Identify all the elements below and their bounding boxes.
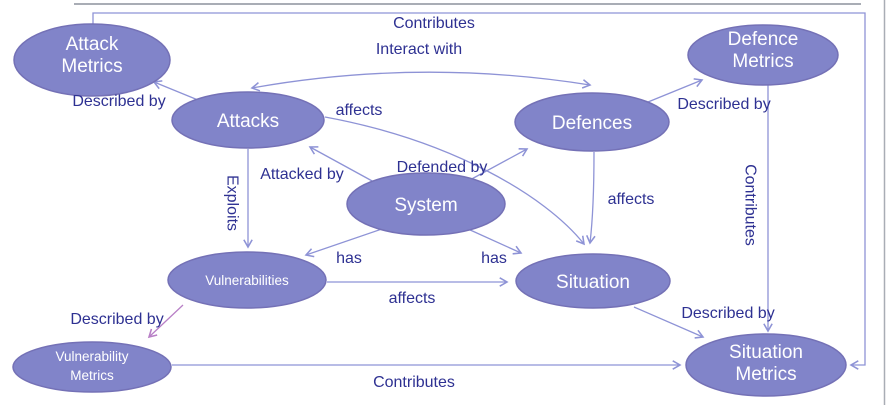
- node-attack-metrics: [13, 23, 171, 97]
- node-label-defence-metrics-line2: Metrics: [732, 51, 793, 72]
- edge-described-by-defences: [647, 78, 704, 103]
- edge-label-exploits: Exploits: [224, 175, 241, 231]
- node-label-vulnerability-metrics-line2: Metrics: [70, 368, 114, 383]
- edge-label-has-right: has: [481, 250, 507, 267]
- edge-has-situation: [467, 228, 523, 255]
- edge-label-contributes-right: Contributes: [742, 164, 759, 246]
- node-defences: [514, 92, 670, 152]
- edge-described-by-attacks: [152, 80, 199, 101]
- edge-label-described-by-attacks: Described by: [72, 93, 165, 110]
- edge-label-defended-by: Defended by: [397, 159, 488, 176]
- edge-label-affects-vulnerabilities: affects: [389, 290, 436, 307]
- edge-label-affects-attacks: affects: [336, 102, 383, 119]
- edge-label-contributes-bottom: Contributes: [373, 374, 455, 391]
- node-vulnerabilities: [167, 251, 327, 309]
- edge-label-contributes-top: Contributes: [393, 15, 475, 32]
- edge-has-vulnerabilities: [304, 228, 383, 258]
- edge-label-described-by-defences: Described by: [677, 96, 770, 113]
- node-label-defence-metrics-line1: Defence: [728, 29, 799, 50]
- edge-label-interact-with: Interact with: [376, 41, 462, 58]
- node-label-situation-metrics-line1: Situation: [729, 342, 803, 363]
- node-attacks: [171, 91, 325, 149]
- edge-defended-by: [467, 148, 529, 182]
- edge-label-affects-defences: affects: [608, 191, 655, 208]
- node-situation-metrics: [685, 333, 847, 397]
- node-label-vulnerabilities: Vulnerabilities: [205, 273, 289, 288]
- edge-label-has-left: has: [336, 250, 362, 267]
- node-defence-metrics: [687, 24, 839, 86]
- edge-affects-attacks-situation: [324, 116, 585, 246]
- edge-described-by-vulnerabilities: [147, 304, 184, 339]
- node-label-situation: Situation: [556, 272, 630, 293]
- edge-label-attacked-by: Attacked by: [260, 166, 344, 183]
- node-label-situation-metrics-line2: Metrics: [735, 364, 796, 385]
- node-label-attacks: Attacks: [217, 111, 279, 132]
- edge-contributes-top: [92, 12, 866, 370]
- edge-described-by-situation: [633, 306, 705, 339]
- node-label-vulnerability-metrics-line1: Vulnerability: [55, 349, 128, 364]
- edge-label-described-by-vulnerabilities: Described by: [70, 311, 163, 328]
- node-situation: [515, 253, 671, 309]
- edge-attacked-by: [308, 146, 375, 183]
- edge-label-described-by-situation: Described by: [681, 305, 774, 322]
- edge-interact-with: [250, 71, 592, 92]
- node-label-defences: Defences: [552, 113, 632, 134]
- node-system: [346, 172, 506, 236]
- node-label-attack-metrics-line1: Attack: [66, 34, 119, 55]
- node-vulnerability-metrics: [12, 341, 172, 393]
- node-label-system: System: [394, 195, 457, 216]
- node-label-attack-metrics-line2: Metrics: [61, 56, 122, 77]
- edge-affects-defences-situation: [586, 151, 596, 245]
